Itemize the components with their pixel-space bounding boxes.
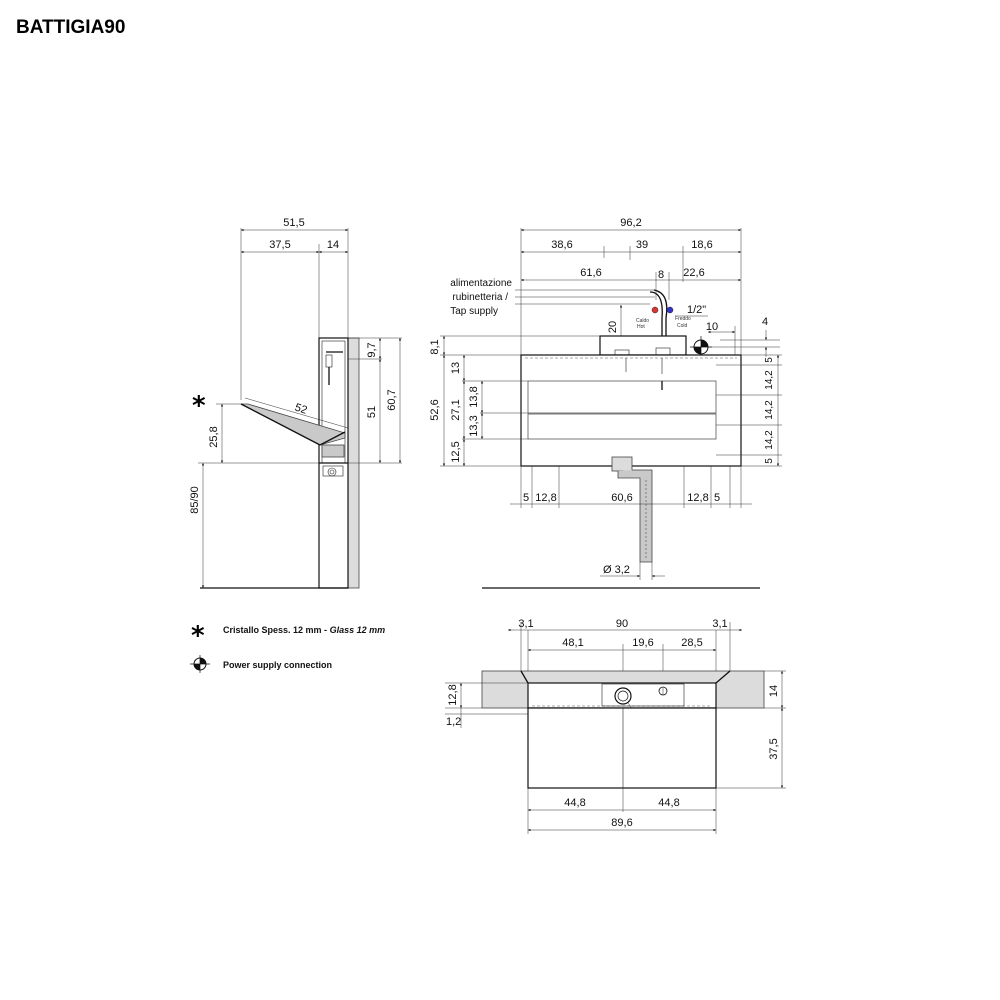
dim-depth-a: 37,5: [269, 239, 290, 251]
dim-right-2: 14,2: [764, 400, 775, 420]
drain-trap: [611, 456, 633, 472]
dim-front-width: 96,2: [620, 217, 641, 229]
dim-front-right: 18,6: [691, 239, 712, 251]
dim-top-band: 13: [450, 362, 462, 374]
drain-hole-icon: [614, 687, 632, 705]
dim-right-bottom: 5: [764, 458, 775, 464]
dim-upper-drawer: 13,8: [468, 386, 480, 407]
dim-bottom-left: 5: [523, 492, 529, 504]
power-supply-icon: [690, 336, 712, 358]
dim-plan-mid-seg: 19,6: [632, 637, 653, 649]
dim-tap-x: 61,6: [580, 267, 601, 279]
dim-front-middle: 39: [636, 239, 648, 251]
dim-plan-left-seg: 48,1: [562, 637, 583, 649]
dim-plan-thickness: 1,2: [446, 716, 461, 728]
dim-depth-b: 14: [327, 239, 339, 251]
hot-label-it: Caldo: [636, 318, 649, 324]
legend-power-supply-icon: [190, 655, 210, 673]
dim-plan-right-seg: 28,5: [681, 637, 702, 649]
dim-tap-gap: 8: [658, 269, 664, 281]
dim-plan-left-margin: 3,1: [518, 618, 533, 630]
upper-drawer: [527, 380, 717, 414]
dim-glass-rise: 25,8: [208, 426, 220, 447]
dim-top-gap: 9,7: [366, 342, 378, 357]
cold-label-it: Freddo: [675, 316, 691, 322]
dim-plan-half-right: 44,8: [658, 797, 679, 809]
dim-right-top: 5: [764, 357, 775, 363]
tap-supply-label-it2: rubinetteria /: [452, 292, 508, 303]
dim-install-height: 85/90: [189, 486, 201, 514]
dim-bottom-center: 60,6: [611, 492, 632, 504]
plan-view: 3,1 90 3,1 48,1 19,6 28,5 Ø7 12,8 1,2: [445, 618, 786, 834]
dim-thread: 1/2": [687, 304, 706, 316]
dim-bottom-band: 12,5: [450, 441, 462, 462]
dim-bottom-right2: 12,8: [687, 492, 708, 504]
dim-bottom-left2: 12,8: [535, 492, 556, 504]
legend-asterisk-icon: *: [191, 621, 205, 651]
dim-power-size: 4: [762, 316, 768, 328]
lower-drawer: [527, 413, 717, 440]
product-title: BATTIGIA90: [16, 17, 125, 38]
cold-label-en: Cold: [677, 323, 688, 329]
dim-drain-diameter: Ø 3,2: [603, 564, 630, 576]
dim-right-3: 14,2: [764, 430, 775, 450]
dim-plan-top-depth: 12,8: [447, 684, 459, 705]
dim-tap-right: 22,6: [683, 267, 704, 279]
hot-label-en: Hot: [637, 324, 645, 330]
front-cabinet: [520, 354, 742, 467]
dim-front-height: 52,6: [429, 399, 441, 420]
dim-body-height: 51: [366, 406, 378, 418]
dim-plan-width: 90: [616, 618, 628, 630]
dim-top-offset: 8,1: [429, 339, 441, 354]
dim-power-offset: 10: [706, 321, 718, 333]
hot-valve-icon: [651, 306, 659, 314]
tap-supply-label-it: alimentazione: [450, 278, 512, 289]
cold-valve-icon: [666, 306, 674, 314]
dim-middle-height: 27,1: [450, 399, 462, 420]
dim-plan-right-margin: 3,1: [712, 618, 727, 630]
dim-right-1: 14,2: [764, 370, 775, 390]
dim-plan-half-left: 44,8: [564, 797, 585, 809]
dim-plan-body-depth: 37,5: [768, 738, 780, 759]
asterisk-icon: *: [192, 391, 206, 421]
plan-cabinet: [527, 707, 717, 789]
dim-plan-body-width: 89,6: [611, 817, 632, 829]
dim-total-depth: 51,5: [283, 217, 304, 229]
dim-bottom-right: 5: [714, 492, 720, 504]
dim-plan-top-right: 14: [768, 685, 780, 697]
tap-supply-label-en: Tap supply: [450, 306, 498, 317]
dim-lower-drawer: 13,3: [468, 415, 480, 436]
legend: * Cristallo Spess. 12 mm - Glass 12 mm P…: [190, 621, 385, 673]
front-view: 96,2 38,6 39 18,6 61,6 8 22,6 alimentazi…: [429, 217, 782, 589]
side-view: 51,5 37,5 14 52 * 9,7: [189, 217, 402, 589]
legend-power-text: Power supply connection: [223, 660, 332, 670]
legend-glass-text: Cristallo Spess. 12 mm - Glass 12 mm: [223, 625, 385, 635]
dim-front-left: 38,6: [551, 239, 572, 251]
dim-tap-height: 20: [607, 321, 619, 333]
dim-overall-height: 60,7: [386, 389, 398, 410]
